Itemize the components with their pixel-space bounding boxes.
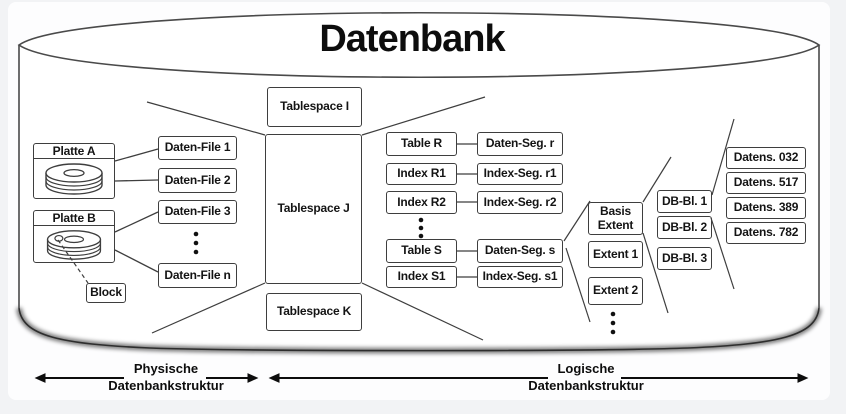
logical-structure-label: Logische Datenbankstruktur	[516, 361, 656, 395]
physical-structure-label-line1: Physische	[133, 361, 199, 376]
record-032-box: Datens. 032	[726, 147, 806, 169]
extent-2-box: Extent 2	[588, 277, 643, 305]
disk-a-label: Platte A	[34, 144, 114, 159]
physical-structure-label: Physische Datenbankstruktur	[96, 361, 236, 395]
table-r-box: Table R	[386, 132, 457, 156]
daten-file-1-box: Daten-File 1	[158, 136, 237, 160]
physical-structure-label-line2: Datenbankstruktur	[108, 377, 224, 393]
daten-seg-r-box: Daten-Seg. r	[477, 132, 563, 156]
tablespace-i-box: Tablespace I	[267, 87, 362, 127]
logical-structure-label-line2: Datenbankstruktur	[528, 377, 644, 393]
table-s-box: Table S	[386, 239, 457, 263]
index-s1-box: Index S1	[386, 266, 457, 288]
record-517-box: Datens. 517	[726, 172, 806, 194]
db-block-1-box: DB-Bl. 1	[657, 190, 712, 213]
block-box: Block	[86, 283, 126, 303]
basis-extent-box: Basis Extent	[588, 202, 643, 235]
disk-b-box: Platte B	[33, 210, 115, 263]
record-389-box: Datens. 389	[726, 197, 806, 219]
index-r1-box: Index R1	[386, 163, 457, 185]
tablespace-j-box: Tablespace J	[265, 134, 362, 284]
record-782-box: Datens. 782	[726, 222, 806, 244]
db-block-3-box: DB-Bl. 3	[657, 247, 712, 270]
database-title: Datenbank	[319, 18, 505, 60]
db-block-2-box: DB-Bl. 2	[657, 216, 712, 239]
block-marker-icon	[54, 234, 64, 242]
daten-file-2-box: Daten-File 2	[158, 168, 237, 193]
tablespace-k-box: Tablespace K	[266, 293, 362, 331]
extent-1-box: Extent 1	[588, 241, 643, 268]
index-seg-r1-box: Index-Seg. r1	[477, 163, 563, 185]
index-seg-r2-box: Index-Seg. r2	[477, 191, 563, 214]
daten-seg-s-box: Daten-Seg. s	[477, 239, 563, 263]
daten-file-n-box: Daten-File n	[158, 263, 237, 288]
daten-file-3-box: Daten-File 3	[158, 200, 237, 224]
index-r2-box: Index R2	[386, 191, 457, 214]
disk-b-label: Platte B	[34, 211, 114, 226]
index-seg-s1-box: Index-Seg. s1	[477, 266, 563, 288]
disk-icon	[46, 230, 102, 260]
logical-structure-label-line1: Logische	[557, 361, 615, 376]
disk-icon	[45, 163, 103, 195]
disk-a-box: Platte A	[33, 143, 115, 199]
